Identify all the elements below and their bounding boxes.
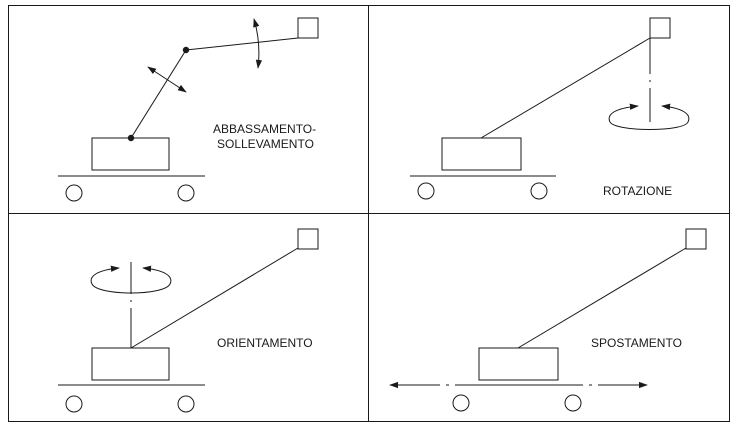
wheel-right xyxy=(177,395,195,413)
label-lowering-lifting-line2: SOLLEVAMENTO xyxy=(217,137,314,151)
wheel-left xyxy=(452,394,470,412)
label-orientation: ORIENTAMENTO xyxy=(217,336,313,350)
panel-orientation: ORIENTAMENTO xyxy=(58,228,319,413)
joint-elbow xyxy=(182,46,190,54)
arm xyxy=(517,247,687,349)
wheel-right xyxy=(564,394,582,412)
wheel-right xyxy=(530,182,548,200)
panel-lowering-lifting: ABBASSAMENTO- SOLLEVAMENTO xyxy=(58,17,319,202)
label-rotation: ROTAZIONE xyxy=(603,184,672,198)
end-effector xyxy=(685,228,707,250)
orientation-arrow xyxy=(90,265,172,294)
panel-rotation: ROTAZIONE xyxy=(410,17,690,200)
double-arrow-lower-arm xyxy=(147,66,187,93)
wheel-left xyxy=(65,395,83,413)
arm-segment-lower xyxy=(130,49,187,139)
wheel-right xyxy=(177,184,195,202)
label-translation: SPOSTAMENTO xyxy=(591,336,682,350)
end-effector xyxy=(297,17,319,39)
panel-translation: SPOSTAMENTO xyxy=(389,228,707,412)
end-effector xyxy=(297,228,319,250)
robot-body xyxy=(91,347,170,381)
arm xyxy=(130,247,299,349)
robot-body xyxy=(441,137,522,171)
wheel-left xyxy=(65,184,83,202)
wheel-left xyxy=(417,182,435,200)
robot-body xyxy=(478,347,559,381)
end-effector xyxy=(649,17,671,39)
robot-body xyxy=(91,137,170,171)
double-arrow-upper-arm xyxy=(253,18,263,69)
label-lowering-lifting-line1: ABBASSAMENTO- xyxy=(213,122,316,136)
arm xyxy=(480,37,651,139)
rotation-arrow xyxy=(608,103,690,130)
joint-base xyxy=(127,134,135,142)
arm-segment-upper xyxy=(185,37,299,51)
